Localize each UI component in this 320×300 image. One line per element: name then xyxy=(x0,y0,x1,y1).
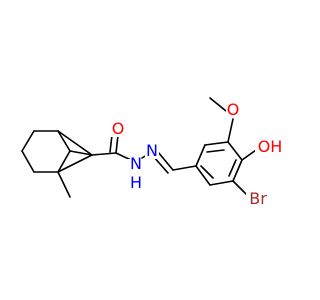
svg-text:Br: Br xyxy=(249,189,267,208)
svg-text:O: O xyxy=(227,100,240,119)
svg-text:O: O xyxy=(112,119,125,138)
carbonyl-group xyxy=(91,134,119,156)
cyclohexane-ring xyxy=(21,130,71,173)
hydroxyl-label: OH xyxy=(255,137,285,156)
cyclopropane-ring xyxy=(57,130,93,173)
carbonyl-oxygen-label: O xyxy=(111,119,125,138)
methyl-bond xyxy=(57,171,71,198)
benzene-ring xyxy=(172,141,243,186)
svg-text:H: H xyxy=(130,173,142,192)
substituent-bonds xyxy=(209,97,257,196)
svg-text:N: N xyxy=(130,154,142,173)
bromine-label: Br xyxy=(246,189,270,208)
amide-nitrogen-label: N H xyxy=(121,154,147,193)
imine-nitrogen-label: N xyxy=(145,141,159,160)
svg-text:OH: OH xyxy=(258,137,283,156)
methoxy-oxygen-label: O xyxy=(226,100,240,119)
svg-text:N: N xyxy=(146,141,158,160)
molecule-structure-diagram: O N H N O OH Br xyxy=(21,97,285,208)
